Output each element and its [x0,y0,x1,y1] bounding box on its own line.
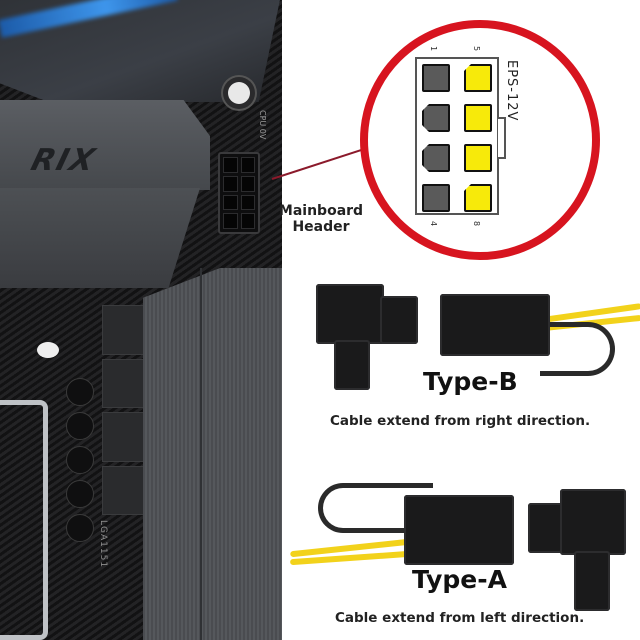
pin-3 [422,144,450,172]
eps-header-on-board [218,152,260,234]
type-b-caption: Cable extend from right direction. [330,413,591,429]
adapter-pins [574,551,610,611]
right-angle-adapter-body [560,489,626,555]
type-a-product [289,475,640,625]
pin-7 [464,144,492,172]
pin-5 [464,64,492,92]
adapter-socket [380,296,418,344]
cpu-socket-bracket [0,400,48,640]
pin-1 [422,64,450,92]
callout-line [271,145,373,180]
mounting-hole [37,342,59,358]
pin-4 [422,184,450,212]
pin-label-4: 4 [429,220,439,227]
vrm-chokes [102,305,144,515]
eps-12v-label: EPS-12V [504,60,519,122]
right-angle-adapter-body [316,284,384,344]
pin-2 [422,104,450,132]
pin-8 [464,184,492,212]
heatsink-edge [200,268,202,640]
pin-label-8: 8 [472,220,482,227]
silkscreen-label: CPU 0V [258,110,267,140]
type-a-title: Type-A [412,565,507,594]
pin-label-1: 1 [429,45,439,52]
capacitors [66,378,94,542]
pin-grid [422,64,492,212]
heatsink-upper [0,100,210,190]
motherboard-photo: RIX CPU 0V LGA1151 [0,0,282,640]
black-wire-loop [318,483,433,533]
black-wire-loop [540,322,615,376]
type-a-caption: Cable extend from left direction. [335,610,585,626]
connector-latch [498,117,506,159]
pin-6 [464,104,492,132]
adapter-pins [334,340,370,390]
eps-plug [404,495,514,565]
type-b-title: Type-B [423,367,518,396]
mainboard-header-label: Mainboard Header [278,203,364,235]
heatsink-lower [0,188,200,288]
mounting-standoff [228,82,250,104]
socket-label: LGA1151 [98,520,108,569]
eps-plug [440,294,550,356]
type-b-product [310,280,640,430]
brand-logo: RIX [27,143,101,178]
pin-label-5: 5 [472,45,482,52]
vrm-heatsink [143,268,282,640]
